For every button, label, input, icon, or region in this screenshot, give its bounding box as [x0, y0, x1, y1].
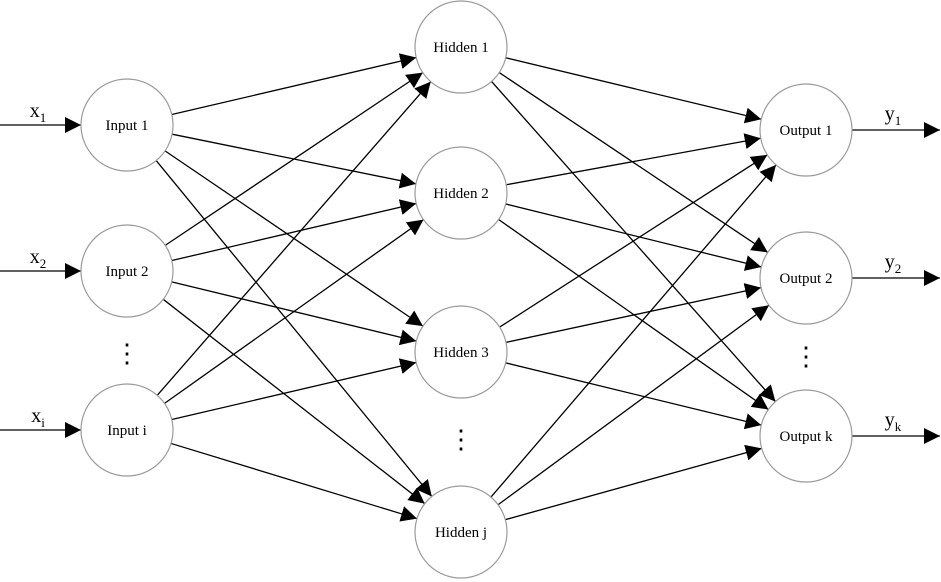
- hidden-node-hj: Hidden j: [414, 485, 508, 579]
- output-node-o2: Output 2: [759, 231, 853, 325]
- output-circle: [759, 231, 853, 325]
- hidden-label: Hidden 1: [433, 40, 488, 56]
- input-circle: [80, 383, 174, 477]
- hidden-label: Hidden 2: [433, 186, 488, 202]
- edge-in1-h1: [171, 53, 417, 116]
- hidden-node-h2: Hidden 2: [414, 146, 508, 240]
- hidden-label: Hidden j: [435, 525, 487, 541]
- io-arrows: x1 x2 xi y1 y2 yk: [0, 100, 940, 444]
- input-ellipsis: ⋮: [114, 339, 140, 368]
- output-circle: [759, 83, 853, 177]
- hidden-node-h1: Hidden 1: [414, 0, 508, 94]
- output-variable-o1: y1: [885, 103, 902, 128]
- hidden-circle: [414, 485, 508, 579]
- ellipsis-markers: ⋮ ⋮ ⋮: [114, 339, 819, 454]
- output-node-o1: Output 1: [759, 83, 853, 177]
- edge-hj-o1: [490, 164, 777, 498]
- output-label: Output 2: [780, 271, 833, 287]
- edge-in2-h1: [164, 72, 424, 246]
- edge-ini-h2: [164, 219, 424, 404]
- input-circle: [80, 224, 174, 318]
- output-label: Output k: [780, 429, 833, 445]
- output-variable-o2: y2: [885, 251, 902, 276]
- edge-hj-o2: [497, 304, 770, 506]
- hidden-node-h3: Hidden 3: [414, 305, 508, 399]
- input-variable-ini: xi: [31, 405, 45, 430]
- edge-in2-hj: [162, 298, 426, 505]
- edge-in1-hj: [155, 160, 433, 497]
- input-label: Input 1: [106, 118, 149, 134]
- hidden-circle: [414, 146, 508, 240]
- edge-h1-o1: [505, 57, 762, 124]
- edge-h1-o2: [498, 72, 769, 253]
- edge-h3-o1: [499, 154, 768, 328]
- edge-ini-hj: [170, 442, 418, 522]
- output-ellipsis: ⋮: [793, 342, 819, 371]
- input-label: Input i: [107, 423, 147, 439]
- hidden-label: Hidden 3: [433, 345, 488, 361]
- input-circle: [80, 78, 174, 172]
- input-label: Input 2: [106, 264, 149, 280]
- output-variable-ok: yk: [885, 409, 902, 434]
- edge-hj-ok: [505, 444, 762, 521]
- hidden-circle: [414, 305, 508, 399]
- edge-in2-h2: [171, 199, 417, 262]
- network-nodes: Input 1 Input 2 Input i Hidden 1 Hidden 2 Hid…: [80, 0, 853, 579]
- edge-h3-o2: [505, 283, 762, 343]
- input-node-in1: Input 1: [80, 78, 174, 172]
- input-node-in2: Input 2: [80, 224, 174, 318]
- output-node-ok: Output k: [759, 389, 853, 483]
- edge-ini-h3: [171, 358, 417, 421]
- input-variable-in2: x2: [30, 246, 47, 271]
- edge-h2-o2: [505, 203, 762, 271]
- edge-ini-h1: [156, 81, 432, 396]
- output-circle: [759, 389, 853, 483]
- edge-h2-o1: [506, 133, 761, 186]
- hidden-circle: [414, 0, 508, 94]
- output-label: Output 1: [780, 123, 833, 139]
- input-node-ini: Input i: [80, 383, 174, 477]
- hidden-ellipsis: ⋮: [448, 425, 474, 454]
- connection-edges: [155, 53, 777, 522]
- input-variable-in1: x1: [30, 100, 47, 125]
- edge-h3-ok: [505, 362, 762, 430]
